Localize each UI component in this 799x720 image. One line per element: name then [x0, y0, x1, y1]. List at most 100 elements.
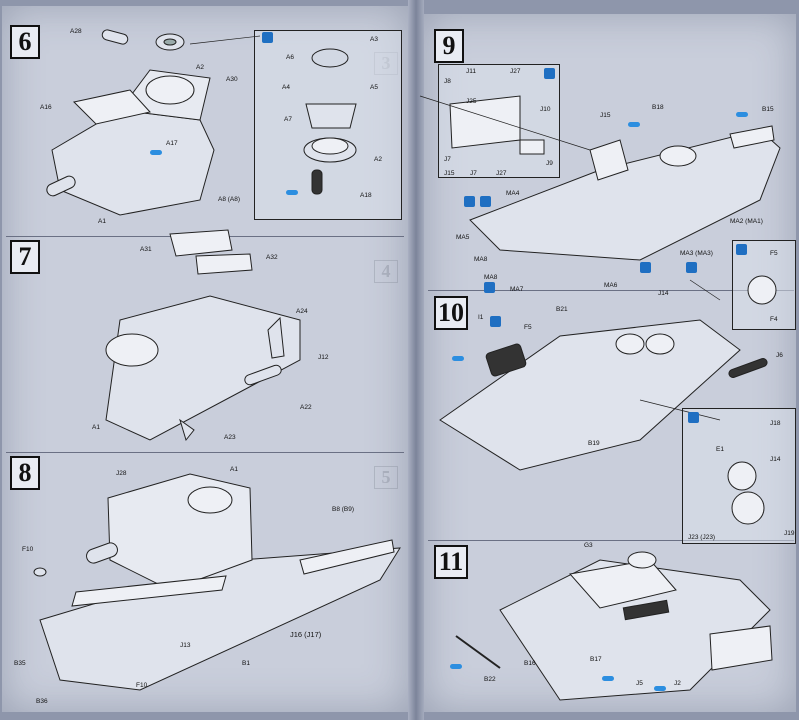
- glue-icon: [640, 262, 651, 273]
- part-label: B35: [14, 660, 26, 667]
- part-label: A17: [166, 140, 178, 147]
- glue-icon: [484, 282, 495, 293]
- part-label: A1: [230, 466, 238, 473]
- part-label: G3: [584, 542, 593, 549]
- part-label: A32: [266, 254, 278, 261]
- part-label: J28: [116, 470, 127, 477]
- glue-icon: [490, 316, 501, 327]
- part-label: J14: [658, 290, 669, 297]
- part-label: B22: [484, 676, 496, 683]
- part-label: A31: [140, 246, 152, 253]
- glue-icon: [736, 244, 747, 255]
- part-label: E1: [716, 446, 724, 453]
- part-label: B8 (B9): [332, 506, 355, 513]
- part-label: MA5: [456, 234, 470, 241]
- part-label: A2: [374, 156, 382, 163]
- part-label: J16 (J17): [290, 630, 322, 639]
- step-number-10: 10: [434, 296, 468, 330]
- ghost-number: 4: [374, 260, 398, 283]
- part-label: J8: [444, 78, 451, 85]
- part-label: A22: [300, 404, 312, 411]
- part-label: A1: [92, 424, 100, 431]
- part-label: B17: [590, 656, 602, 663]
- part-label: J19: [784, 530, 795, 537]
- divider-9-10: [428, 290, 794, 291]
- part-label: B19: [588, 440, 600, 447]
- part-label: B1: [242, 660, 250, 667]
- part-label: F10: [22, 546, 34, 553]
- detail-marker-icon: [602, 676, 614, 681]
- part-label: A24: [296, 308, 308, 315]
- part-label: J25: [466, 98, 477, 105]
- part-label: B16: [524, 660, 536, 667]
- part-label: F5: [770, 250, 778, 257]
- part-label: B21: [556, 306, 568, 313]
- glue-icon: [262, 32, 273, 43]
- part-label: A16: [40, 104, 52, 111]
- step-number-6: 6: [10, 25, 40, 59]
- part-label: J23 (J23): [688, 534, 716, 541]
- detail-marker-icon: [150, 150, 162, 155]
- part-label: MA4: [506, 190, 520, 197]
- part-label: MA2 (MA1): [730, 218, 763, 225]
- part-label: MA8: [484, 274, 498, 281]
- part-label: MA8: [474, 256, 488, 263]
- part-label: A7: [284, 116, 292, 123]
- divider-7-8: [6, 452, 404, 453]
- part-label: A4: [282, 84, 290, 91]
- divider-10-11: [428, 540, 794, 541]
- part-label: J18: [770, 420, 781, 427]
- part-label: A18: [360, 192, 372, 199]
- part-label: A3: [370, 36, 378, 43]
- part-label: F4: [770, 316, 778, 323]
- detail-marker-icon: [286, 190, 298, 195]
- detail-marker-icon: [736, 112, 748, 117]
- glue-icon: [686, 262, 697, 273]
- part-label: F10: [136, 682, 148, 689]
- part-label: F5: [524, 324, 532, 331]
- ghost-number: 5: [374, 466, 398, 489]
- part-label: A2: [196, 64, 204, 71]
- part-label: J5: [636, 680, 643, 687]
- part-label: A8 (A8): [218, 196, 241, 203]
- part-label: J14: [770, 456, 781, 463]
- part-label: A30: [226, 76, 238, 83]
- detail-marker-icon: [450, 664, 462, 669]
- part-label: A1: [98, 218, 106, 225]
- detail-marker-icon: [654, 686, 666, 691]
- glue-icon: [464, 196, 475, 207]
- part-label: J10: [540, 106, 551, 113]
- part-label: MA3 (MA3): [680, 250, 713, 257]
- part-label: B15: [762, 106, 774, 113]
- step-number-9: 9: [434, 29, 464, 63]
- part-label: J13: [180, 642, 191, 649]
- part-label: J15: [444, 170, 455, 177]
- step-number-7: 7: [10, 240, 40, 274]
- glue-icon: [688, 412, 699, 423]
- part-label: B18: [652, 104, 664, 111]
- part-label: J7: [470, 170, 477, 177]
- detail-marker-icon: [452, 356, 464, 361]
- part-label: J7: [444, 156, 451, 163]
- part-label: J15: [600, 112, 611, 119]
- part-label: J27: [496, 170, 507, 177]
- part-label: I1: [478, 314, 484, 321]
- part-label: J12: [318, 354, 329, 361]
- part-label: J9: [546, 160, 553, 167]
- glue-icon: [544, 68, 555, 79]
- part-label: A5: [370, 84, 378, 91]
- part-label: J27: [510, 68, 521, 75]
- part-label: MA6: [604, 282, 618, 289]
- step-number-11: 11: [434, 545, 468, 579]
- part-label: J6: [776, 352, 783, 359]
- part-label: A23: [224, 434, 236, 441]
- part-label: J2: [674, 680, 681, 687]
- detail-marker-icon: [628, 122, 640, 127]
- step-number-8: 8: [10, 456, 40, 490]
- part-label: B36: [36, 698, 48, 705]
- glue-icon: [480, 196, 491, 207]
- part-label: J11: [466, 68, 476, 75]
- part-label: MA7: [510, 286, 524, 293]
- part-label: A28: [70, 28, 82, 35]
